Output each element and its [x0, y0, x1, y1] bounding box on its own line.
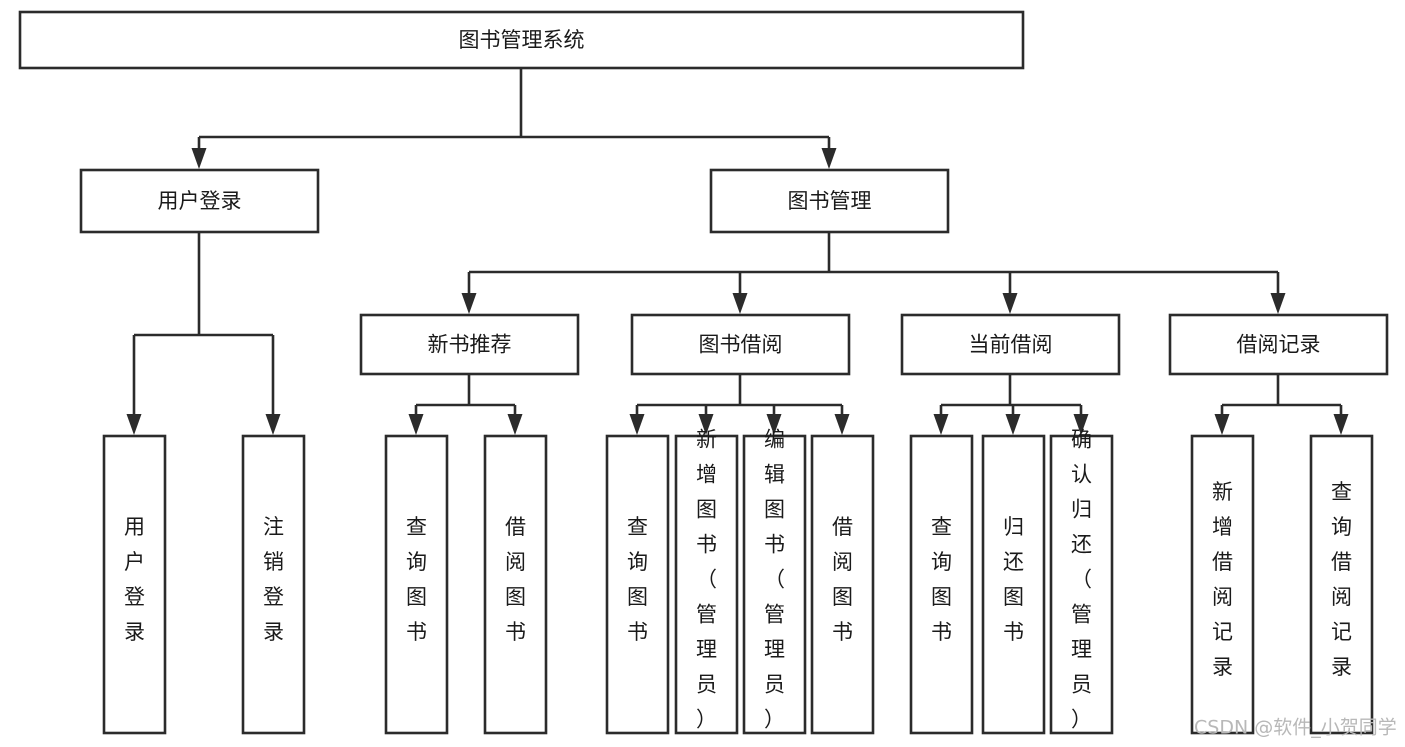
node-label-root: 图书管理系统: [459, 28, 585, 52]
connector-arrow-icon: [1073, 414, 1089, 435]
conn-currentborrow-to-leaves: [933, 374, 1089, 435]
node-leaf-borrow-book[interactable]: 借阅图书: [810, 434, 875, 735]
node-leaf-query-book-borrow[interactable]: 查询图书: [605, 434, 670, 735]
node-book-management[interactable]: 图书管理: [709, 168, 950, 234]
node-label-leaf-borrow-book: 借阅图书: [832, 515, 853, 644]
node-box-borrow-records[interactable]: [1168, 313, 1389, 376]
node-leaf-query-borrow-record[interactable]: 查询借阅记录: [1309, 434, 1374, 735]
node-box-leaf-borrow-book[interactable]: [810, 434, 875, 735]
connector-arrow-icon: [408, 414, 424, 435]
node-box-current-borrow[interactable]: [900, 313, 1121, 376]
node-leaf-confirm-return-admin[interactable]: 确认归还（管理员）: [1049, 428, 1114, 735]
node-box-root[interactable]: [18, 10, 1025, 70]
node-box-leaf-user-login[interactable]: [102, 434, 167, 735]
node-leaf-query-book-rec[interactable]: 查询图书: [384, 434, 449, 735]
node-leaf-return-book[interactable]: 归还图书: [981, 434, 1046, 735]
conn-borrowrecords-to-leaves: [1214, 374, 1349, 435]
connector-arrow-icon: [126, 414, 142, 435]
node-leaf-query-book-current[interactable]: 查询图书: [909, 434, 974, 735]
node-box-leaf-add-borrow-record[interactable]: [1190, 434, 1255, 735]
node-box-leaf-user-logout[interactable]: [241, 434, 306, 735]
conn-bookmgmt-to-level2: [461, 232, 1286, 314]
connector-layer: [126, 68, 1349, 435]
node-new-book-recommend[interactable]: 新书推荐: [359, 313, 580, 376]
node-current-borrow[interactable]: 当前借阅: [900, 313, 1121, 376]
node-box-leaf-confirm-return-admin[interactable]: [1049, 434, 1114, 735]
node-leaf-edit-book-admin[interactable]: 编辑图书（管理员）: [742, 428, 807, 735]
node-box-leaf-query-borrow-record[interactable]: [1309, 434, 1374, 735]
node-leaf-add-borrow-record[interactable]: 新增借阅记录: [1190, 434, 1255, 735]
node-label-borrow-records: 借阅记录: [1237, 333, 1321, 357]
connector-arrow-icon: [821, 148, 837, 169]
node-box-leaf-edit-book-admin[interactable]: [742, 434, 807, 735]
node-label-leaf-user-logout: 注销登录: [263, 515, 284, 644]
connector-arrow-icon: [1005, 414, 1021, 435]
connector-arrow-icon: [265, 414, 281, 435]
node-borrow-records[interactable]: 借阅记录: [1168, 313, 1389, 376]
node-leaf-add-book-admin[interactable]: 新增图书（管理员）: [674, 428, 739, 735]
node-leaf-user-logout[interactable]: 注销登录: [241, 434, 306, 735]
node-box-leaf-query-book-borrow[interactable]: [605, 434, 670, 735]
connector-arrow-icon: [191, 148, 207, 169]
node-box-leaf-add-book-admin[interactable]: [674, 434, 739, 735]
node-label-leaf-query-book-rec: 查询图书: [406, 515, 427, 644]
node-label-leaf-confirm-return-admin: 确认归还（管理员）: [1071, 428, 1092, 732]
connector-arrow-icon: [1214, 414, 1230, 435]
node-layer: 图书管理系统用户登录图书管理新书推荐图书借阅当前借阅借阅记录用户登录注销登录查询…: [18, 10, 1389, 735]
connector-arrow-icon: [834, 414, 850, 435]
node-box-leaf-borrow-book-rec[interactable]: [483, 434, 548, 735]
node-label-leaf-return-book: 归还图书: [1003, 515, 1024, 644]
conn-newbook-to-leaves: [408, 374, 523, 435]
node-box-new-book-recommend[interactable]: [359, 313, 580, 376]
node-user-login[interactable]: 用户登录: [79, 168, 320, 234]
node-label-book-borrow: 图书借阅: [699, 333, 783, 357]
node-book-borrow[interactable]: 图书借阅: [630, 313, 851, 376]
connector-arrow-icon: [732, 293, 748, 314]
node-label-leaf-add-borrow-record: 新增借阅记录: [1212, 480, 1233, 679]
node-label-new-book-recommend: 新书推荐: [428, 333, 512, 357]
connector-arrow-icon: [698, 414, 714, 435]
node-label-leaf-add-book-admin: 新增图书（管理员）: [696, 428, 717, 732]
node-label-leaf-query-borrow-record: 查询借阅记录: [1331, 480, 1352, 679]
connector-arrow-icon: [1333, 414, 1349, 435]
node-box-leaf-query-book-current[interactable]: [909, 434, 974, 735]
connector-arrow-icon: [1270, 293, 1286, 314]
conn-userlogin-to-leaves: [126, 232, 281, 435]
connector-arrow-icon: [933, 414, 949, 435]
connector-arrow-icon: [766, 414, 782, 435]
node-label-current-borrow: 当前借阅: [969, 333, 1053, 357]
node-label-book-management: 图书管理: [788, 189, 872, 213]
node-box-book-borrow[interactable]: [630, 313, 851, 376]
node-root[interactable]: 图书管理系统: [18, 10, 1025, 70]
node-box-user-login[interactable]: [79, 168, 320, 234]
csdn-watermark: CSDN @软件_小贺同学: [1194, 717, 1397, 739]
conn-bookborrow-to-leaves: [629, 374, 850, 435]
node-label-leaf-edit-book-admin: 编辑图书（管理员）: [764, 428, 785, 732]
node-label-user-login: 用户登录: [158, 189, 242, 213]
node-label-leaf-borrow-book-rec: 借阅图书: [505, 515, 526, 644]
node-leaf-borrow-book-rec[interactable]: 借阅图书: [483, 434, 548, 735]
node-box-book-management[interactable]: [709, 168, 950, 234]
connector-arrow-icon: [629, 414, 645, 435]
node-leaf-user-login[interactable]: 用户登录: [102, 434, 167, 735]
node-box-leaf-query-book-rec[interactable]: [384, 434, 449, 735]
node-label-leaf-user-login: 用户登录: [124, 515, 145, 644]
conn-root-to-level1: [191, 68, 837, 169]
watermark-layer: CSDN @软件_小贺同学: [1194, 717, 1397, 739]
node-box-leaf-return-book[interactable]: [981, 434, 1046, 735]
connector-arrow-icon: [1002, 293, 1018, 314]
node-label-leaf-query-book-current: 查询图书: [931, 515, 952, 644]
connector-arrow-icon: [507, 414, 523, 435]
connector-arrow-icon: [461, 293, 477, 314]
node-label-leaf-query-book-borrow: 查询图书: [627, 515, 648, 644]
